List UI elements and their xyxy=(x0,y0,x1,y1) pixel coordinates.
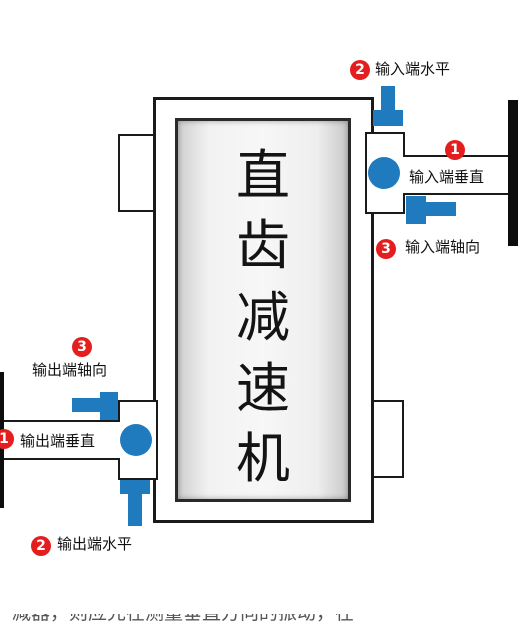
badge-output-vertical: 1 xyxy=(0,429,14,449)
output-shaft xyxy=(0,420,120,460)
title-char-1: 直 xyxy=(236,144,290,207)
input-horizontal-probe-stem xyxy=(381,86,395,112)
input-axial-probe-stem xyxy=(424,202,456,216)
input-horizontal-probe-base xyxy=(373,110,403,126)
label-input-axial: 输入端轴向 xyxy=(405,238,481,256)
output-axial-probe-head xyxy=(100,392,118,420)
label-input-horizontal: 输入端水平 xyxy=(375,60,451,78)
label-output-horizontal: 输出端水平 xyxy=(57,535,133,553)
housing-lug-bottom-right xyxy=(371,400,404,478)
output-sensor-dot xyxy=(120,424,152,456)
output-axial-probe-stem xyxy=(72,398,104,412)
input-end-plate xyxy=(508,100,518,246)
title-char-2: 齿 xyxy=(236,214,290,277)
label-output-vertical: 输出端垂直 xyxy=(20,432,96,450)
title-char-3: 减 xyxy=(236,286,290,349)
reducer-inner-panel: 直 齿 减 速 机 xyxy=(175,118,351,502)
badge-output-axial: 3 xyxy=(72,337,92,357)
badge-input-horizontal: 2 xyxy=(350,60,370,80)
input-axial-probe-head xyxy=(406,196,426,224)
badge-input-vertical: 1 xyxy=(445,140,465,160)
title-char-4: 速 xyxy=(236,357,290,420)
housing-lug-top-left xyxy=(118,134,156,212)
input-sensor-dot xyxy=(368,157,400,189)
output-horizontal-probe-base xyxy=(120,480,150,494)
title-char-5: 机 xyxy=(236,427,290,490)
bottom-caption: 减器，则应先在测量垂直方向的振动，在 xyxy=(12,602,355,624)
output-horizontal-probe-stem xyxy=(128,492,142,526)
badge-input-axial: 3 xyxy=(376,239,396,259)
label-input-vertical: 输入端垂直 xyxy=(409,168,485,186)
label-output-axial: 输出端轴向 xyxy=(32,361,108,379)
badge-output-horizontal: 2 xyxy=(31,536,51,556)
